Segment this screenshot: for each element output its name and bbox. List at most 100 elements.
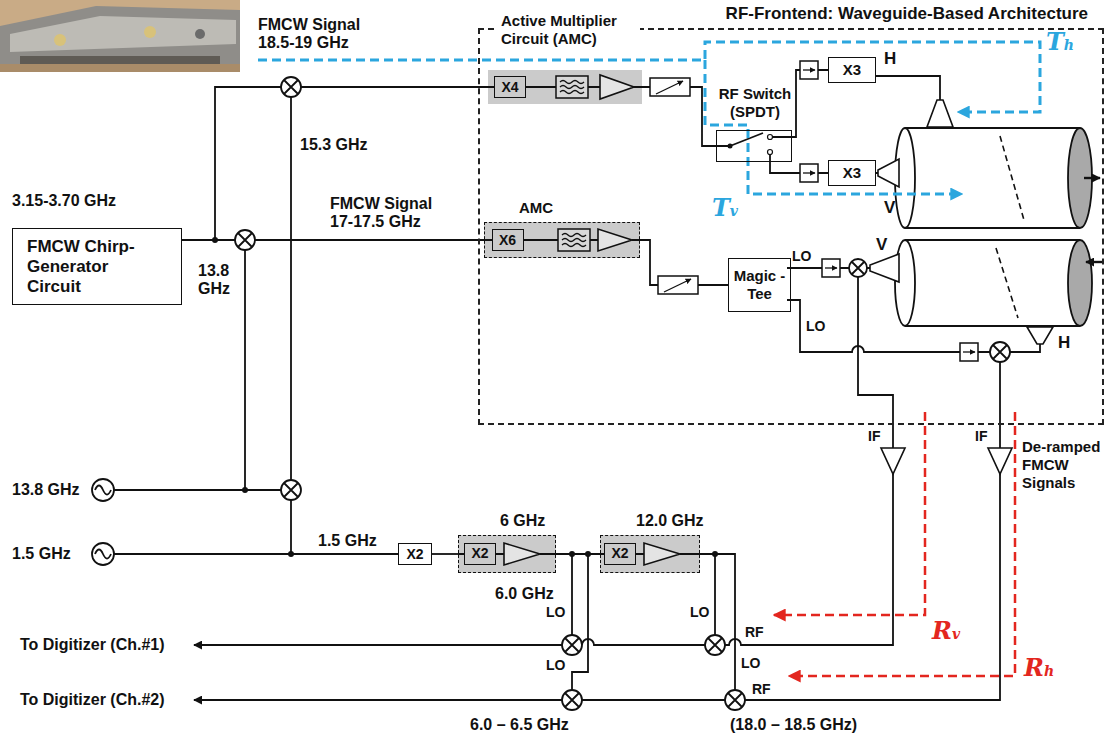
attenuator-arrow (664, 279, 691, 292)
amplifier-symbol (504, 543, 540, 565)
attenuator-symbol (650, 78, 690, 96)
polarization-label: H (884, 50, 896, 68)
frequency-label: 15.3 GHz (300, 136, 368, 154)
frequency-label: 6.0 – 6.5 GHz (470, 716, 569, 734)
magic-tee: Magic -Tee (728, 258, 791, 312)
isolator-symbol (800, 61, 818, 79)
beam-arrow (1084, 177, 1100, 179)
amplifier-symbol (600, 75, 634, 99)
photo-part (0, 6, 240, 72)
block-text: Magic -Tee (729, 267, 790, 303)
isolator-arrow (803, 69, 815, 70)
multiplier-box: X6 (492, 229, 524, 251)
polarization-label: H (1058, 334, 1070, 352)
signal-path-label: Rh (1024, 656, 1054, 680)
isolator-arrow (825, 267, 837, 268)
amplifier-symbol (598, 229, 632, 251)
note-label: De-ramped FMCW Signals (1022, 438, 1106, 492)
port-label: RF (752, 681, 771, 697)
port-label: LO (741, 655, 760, 671)
waveguide-end (895, 240, 915, 326)
port-label: LO (546, 657, 565, 673)
polarizer-grid (996, 136, 1024, 318)
switch-title: RF Switch (SPDT) (707, 85, 803, 121)
frequency-label: 12.0 GHz (636, 512, 704, 530)
multiplier-module: AMCX6 (484, 222, 640, 258)
port-label: IF (868, 428, 880, 444)
polarization-label: V (884, 199, 895, 217)
wire (458, 554, 735, 700)
junction-dots (212, 237, 718, 557)
frequency-label: 1.5 GHz (318, 532, 377, 550)
horn-antenna (878, 159, 899, 187)
switch-pivot (728, 144, 733, 149)
frequency-label: 6.0 GHz (495, 585, 554, 603)
output-label: To Digitizer (Ch.#2) (20, 691, 165, 709)
module-shading (458, 535, 556, 573)
isolator-arrow (803, 172, 815, 173)
mixers (235, 77, 1010, 710)
rx-path (789, 412, 1015, 676)
tx-path (258, 42, 1040, 112)
connector (432, 553, 458, 555)
multiplier-box: X2 (398, 543, 432, 565)
multiplier-box: X4 (494, 76, 526, 98)
multiplier-module: X2 (600, 535, 700, 573)
output-label: To Digitizer (Ch.#1) (20, 636, 165, 654)
output-arrow (194, 644, 562, 646)
isolators (800, 61, 978, 361)
frame-title: RF-Frontend: Waveguide-Based Architectur… (722, 4, 1092, 24)
beam-arrow (1086, 261, 1102, 263)
photo-part (0, 64, 240, 72)
polarization-label: V (876, 236, 887, 254)
amplifiers (504, 75, 1012, 565)
multiplier-box: X3 (828, 57, 876, 83)
rf-switch: RF Switch (SPDT) (716, 130, 792, 162)
module-title: Active Multiplier Circuit (AMC) (498, 12, 640, 48)
signal-path-label: Tv (712, 196, 738, 220)
block-text: FMCW Chirp-Generator Circuit (27, 237, 151, 297)
frequency-label: 13.8 GHz (198, 262, 242, 298)
block-text: X4 (501, 79, 518, 95)
connector (556, 553, 600, 555)
photo-part (195, 29, 205, 39)
block-text: X2 (604, 543, 636, 565)
isolator-symbol (822, 259, 840, 277)
horn-antenna (870, 254, 899, 282)
waveguide-aperture (1068, 240, 1092, 326)
multiplier-box: X3 (828, 160, 876, 186)
signal-path-label: Th (1046, 30, 1074, 54)
photo-part (10, 16, 236, 52)
signal-label: FMCW Signal 17-17.5 GHz (330, 195, 458, 231)
port-label: LO (792, 248, 811, 264)
mixer-cross (238, 80, 1007, 707)
frequency-label: 3.15-3.70 GHz (12, 192, 116, 210)
chirp-generator: FMCW Chirp-Generator Circuit (12, 228, 182, 305)
block-text: X3 (843, 61, 861, 79)
block-text: X2 (406, 546, 423, 562)
block-text: X6 (499, 232, 516, 248)
photo-part (20, 56, 220, 64)
junction-dot (712, 551, 718, 557)
isolator-symbol (960, 343, 978, 361)
sine-wave (95, 486, 111, 559)
rx-path (774, 412, 925, 615)
signal-label: FMCW Signal 18.5-19 GHz (258, 16, 386, 52)
frontend-frame: RF-Frontend: Waveguide-Based Architectur… (478, 28, 1104, 425)
switch-contact (768, 150, 773, 155)
waveguide-outline (905, 128, 1080, 326)
wire (524, 240, 1040, 700)
switch-contact (768, 135, 773, 140)
amplifier-symbol (988, 448, 1012, 474)
module-shading (488, 70, 642, 104)
frequency-label: 6 GHz (500, 512, 545, 530)
amplifier-symbol (881, 448, 905, 474)
wire (114, 87, 494, 554)
block-text: X3 (843, 164, 861, 182)
oscillator-label: 1.5 GHz (12, 545, 71, 563)
amplifier-symbol (644, 543, 680, 565)
isolator-arrow (963, 351, 975, 352)
junction-dot (242, 487, 248, 493)
port-label: LO (690, 604, 709, 620)
attenuator-symbol (658, 276, 698, 294)
